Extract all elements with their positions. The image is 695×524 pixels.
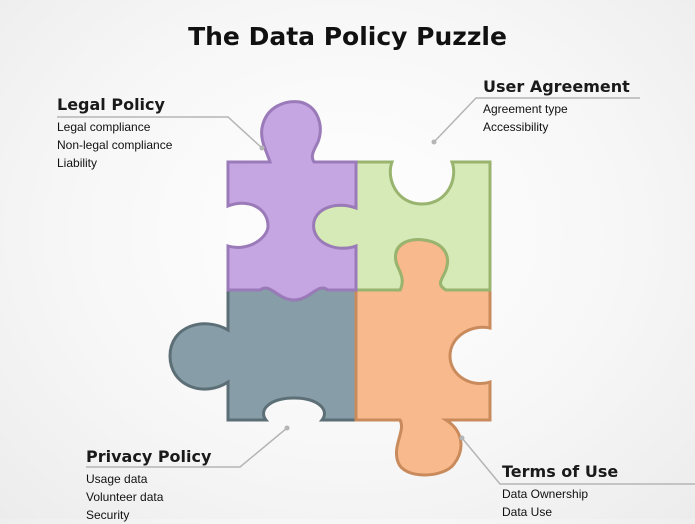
terms-of-use-list: Data Ownership Data Use — [502, 485, 618, 521]
privacy-policy-callout: Privacy Policy Usage data Volunteer data… — [86, 447, 211, 524]
diagram-title: The Data Policy Puzzle — [188, 22, 507, 51]
user-agreement-heading: User Agreement — [483, 77, 630, 96]
privacy-leader-dot — [284, 425, 290, 431]
privacy-policy-item: Security — [86, 508, 130, 522]
privacy-leader-line — [86, 427, 288, 468]
terms-leader-dot — [459, 435, 465, 441]
terms-of-use-item: Data Ownership — [502, 487, 589, 501]
terms-of-use-item: Data Use — [502, 505, 553, 519]
user-leader-line — [433, 97, 640, 143]
user-agreement-list: Agreement type Accessibility — [483, 100, 630, 136]
privacy-policy-item: Volunteer data — [86, 490, 164, 504]
legal-policy-list: Legal compliance Non-legal compliance Li… — [57, 118, 172, 172]
user-agreement-item: Agreement type — [483, 102, 568, 116]
legal-policy-heading: Legal Policy — [57, 95, 165, 114]
terms-of-use-heading: Terms of Use — [502, 462, 619, 481]
privacy-policy-list: Usage data Volunteer data Security — [86, 470, 211, 524]
user-agreement-callout: User Agreement Agreement type Accessibil… — [483, 77, 630, 136]
legal-leader-dot — [259, 145, 265, 151]
user-agreement-item: Accessibility — [483, 120, 549, 134]
legal-policy-piece — [226, 100, 358, 302]
user-leader-dot — [431, 139, 437, 145]
terms-leader-line — [461, 437, 695, 485]
legal-policy-item: Liability — [57, 156, 98, 170]
terms-of-use-callout: Terms of Use Data Ownership Data Use — [502, 462, 618, 521]
privacy-policy-item: Usage data — [86, 472, 148, 486]
legal-policy-item: Non-legal compliance — [57, 138, 173, 152]
legal-leader-line — [57, 116, 263, 149]
legal-policy-callout: Legal Policy Legal compliance Non-legal … — [57, 95, 172, 172]
legal-policy-item: Legal compliance — [57, 120, 151, 134]
privacy-policy-heading: Privacy Policy — [86, 447, 212, 466]
